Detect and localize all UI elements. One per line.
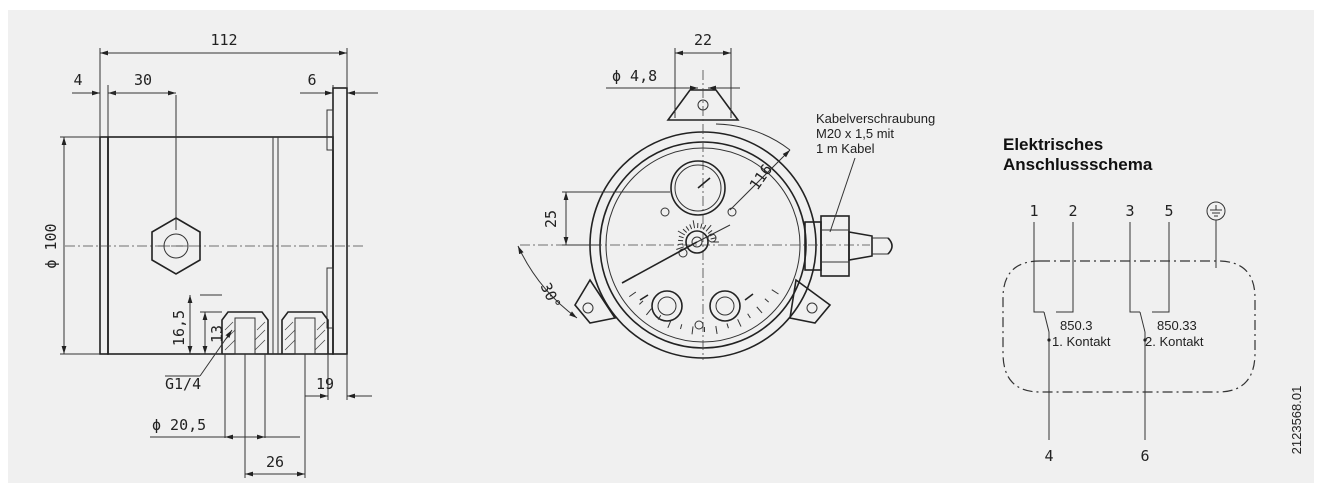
- drawing-background: [8, 10, 1314, 483]
- scale-tick: [678, 235, 684, 239]
- dim-port-dia: ϕ 20,5: [152, 416, 206, 434]
- contact-1-code: 850.3: [1060, 318, 1093, 333]
- dim-arc-angle: [517, 245, 578, 319]
- right-mount-lug: [789, 278, 832, 324]
- outer-scale-tick: [764, 298, 769, 303]
- pressure-port-right: [281, 311, 329, 355]
- outer-scale-tick: [737, 319, 742, 327]
- contact-2-label: 2. Kontakt: [1145, 334, 1204, 349]
- enclosure-boundary: [1002, 260, 1256, 393]
- dim-center: 30: [134, 71, 152, 89]
- scale-ticks: [628, 220, 779, 335]
- side-cover-tab-bottom: [326, 267, 334, 329]
- dim-thread-depth: 13: [208, 325, 226, 343]
- scale-tick: [689, 224, 693, 230]
- side-view: 112 4 30 6 ϕ 100 16,5 13 G1/4 ϕ 20,5 19 …: [42, 31, 378, 478]
- wiring-title-line-1: Elektrisches: [1003, 135, 1103, 154]
- scale-tick: [678, 243, 684, 245]
- dim-spacing: 26: [266, 453, 284, 471]
- small-gauge-outer: [670, 160, 726, 216]
- small-gauge-inner: [674, 164, 722, 212]
- cable-note-line-3: 1 m Kabel: [816, 141, 875, 156]
- dim-hole: ϕ 4,8: [612, 67, 657, 85]
- outer-scale-tick: [639, 300, 644, 305]
- scale-tick: [677, 230, 686, 236]
- right-mount-hole: [806, 302, 818, 314]
- setpoint-knob-right: [709, 290, 741, 322]
- outer-scale-tick: [726, 323, 729, 329]
- dim-port-depth: 16,5: [170, 310, 188, 346]
- side-cover-plate: [332, 87, 348, 355]
- cable-gland: [804, 215, 893, 277]
- scale-tick: [710, 237, 716, 240]
- outer-scale-tick: [771, 289, 779, 295]
- dim-length: 112: [210, 31, 237, 49]
- scale-tick: [705, 224, 712, 232]
- dim-right: 19: [316, 375, 334, 393]
- cable-note-line-1: Kabelverschraubung: [816, 111, 935, 126]
- cable-leader: [829, 157, 856, 233]
- hex-nut: [151, 217, 201, 275]
- top-mount-lug: [666, 89, 740, 121]
- earth-ground-icon: [1206, 201, 1226, 268]
- scale-tick: [676, 246, 685, 250]
- scale-tick: [709, 233, 715, 237]
- contact-1-label: 1. Kontakt: [1052, 334, 1111, 349]
- dim-width: 22: [694, 31, 712, 49]
- outer-scale-tick: [679, 324, 683, 330]
- terminal-3: 3: [1125, 202, 1134, 220]
- outer-scale-tick: [747, 313, 751, 319]
- outer-scale-tick: [715, 325, 718, 334]
- contact-1-wiring: [1033, 222, 1044, 313]
- scale-tick: [703, 224, 707, 230]
- dim-arc-radius: [715, 123, 791, 151]
- outer-scale-tick: [628, 291, 637, 298]
- drawing-number: 2123568.01: [1289, 386, 1304, 455]
- outer-scale-tick: [691, 326, 694, 335]
- scale-tick: [682, 228, 688, 233]
- cable-note-line-2: M20 x 1,5 mit: [816, 126, 894, 141]
- dim-height: 25: [542, 210, 560, 228]
- terminal-4: 4: [1044, 447, 1053, 465]
- terminal-6: 6: [1140, 447, 1149, 465]
- thread-spec: G1/4: [165, 375, 201, 393]
- scale-tick: [700, 223, 703, 229]
- scale-tick: [685, 226, 690, 231]
- wiring-diagram: Elektrisches Anschlussschema 1 2 3 5 850…: [1002, 135, 1256, 465]
- contact-2-wiring: [1129, 222, 1140, 313]
- wiring-title-line-2: Anschlussschema: [1003, 155, 1153, 174]
- terminal-1: 1: [1029, 202, 1038, 220]
- outer-scale-tick: [756, 306, 763, 314]
- scale-tick: [707, 230, 713, 234]
- center-hub: [685, 230, 709, 254]
- outer-scale-tick: [667, 320, 672, 329]
- small-gauge-needle: [697, 177, 711, 189]
- contact-2-code: 850.33: [1157, 318, 1197, 333]
- outer-scale-tick: [657, 315, 662, 320]
- scale-tick: [692, 220, 696, 229]
- setpoint-knob-left: [651, 290, 683, 322]
- dim-cover: 6: [307, 71, 316, 89]
- terminal-5: 5: [1164, 202, 1173, 220]
- dim-flange: 4: [73, 71, 82, 89]
- side-cover-tab-top: [326, 109, 334, 151]
- terminal-2: 2: [1068, 202, 1077, 220]
- outer-scale-tick: [645, 308, 652, 316]
- dim-diameter: ϕ 100: [42, 223, 60, 268]
- left-mount-hole: [582, 302, 594, 314]
- main-needle: [621, 241, 698, 284]
- thread-leader: [199, 329, 233, 377]
